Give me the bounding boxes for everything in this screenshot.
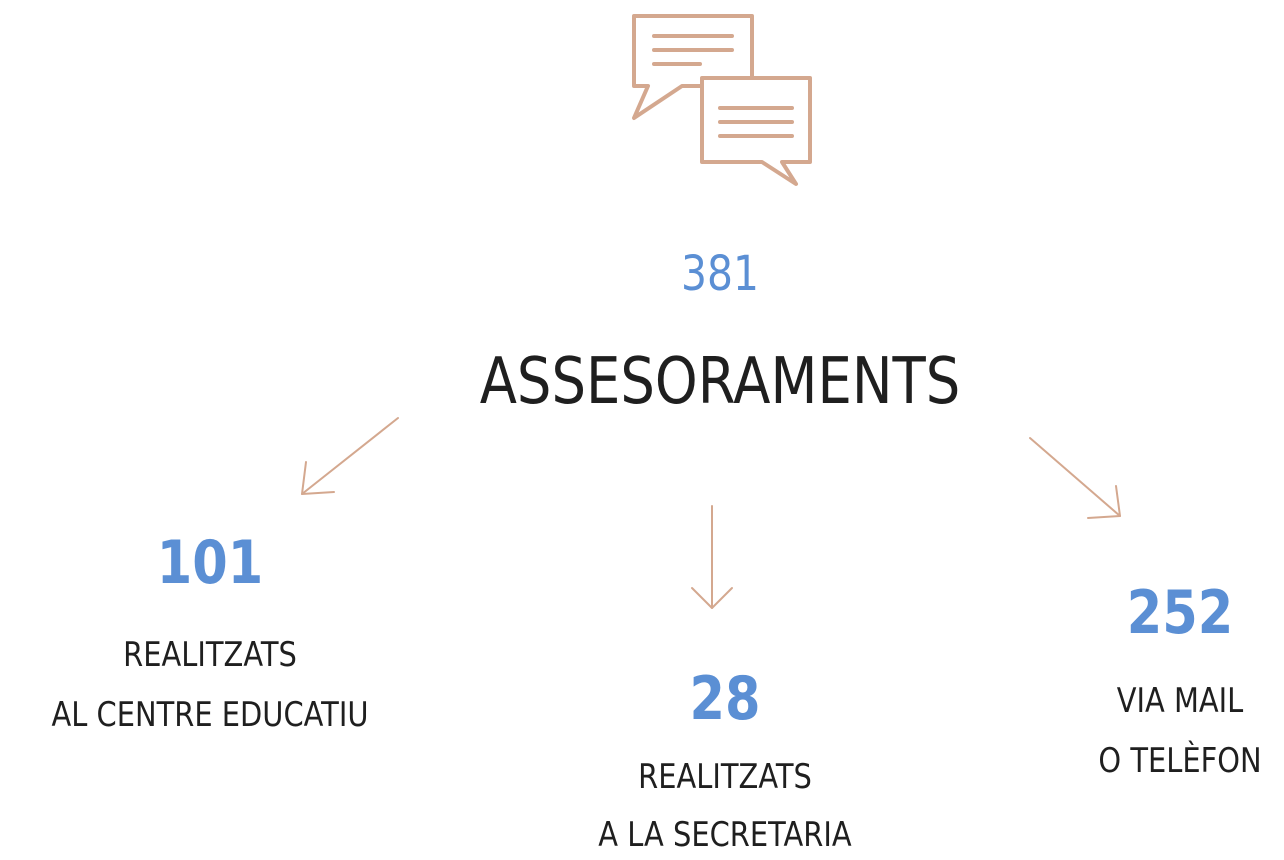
branch-label-line2: O TELÈFON [1098, 741, 1262, 781]
branch-label-line2: A LA SECRETARIA [598, 815, 852, 855]
branch-label-line1: REALITZATS [638, 757, 812, 797]
branch-count-secretaria: 28 [689, 664, 761, 734]
branch-label-line2: AL CENTRE EDUCATIU [51, 695, 369, 735]
branch-count-centre: 101 [156, 528, 264, 598]
total-count: 381 [681, 246, 759, 302]
branch-label-line1: VIA MAIL [1116, 681, 1244, 721]
arrow-center [691, 505, 733, 609]
branch-count-mail-telefon: 252 [1126, 578, 1234, 648]
chat-bubbles-icon [620, 8, 820, 193]
branch-label-line1: REALITZATS [123, 635, 297, 675]
arrow-left [301, 417, 399, 495]
arrow-right [1029, 437, 1121, 519]
total-label: ASSESORAMENTS [479, 345, 961, 419]
